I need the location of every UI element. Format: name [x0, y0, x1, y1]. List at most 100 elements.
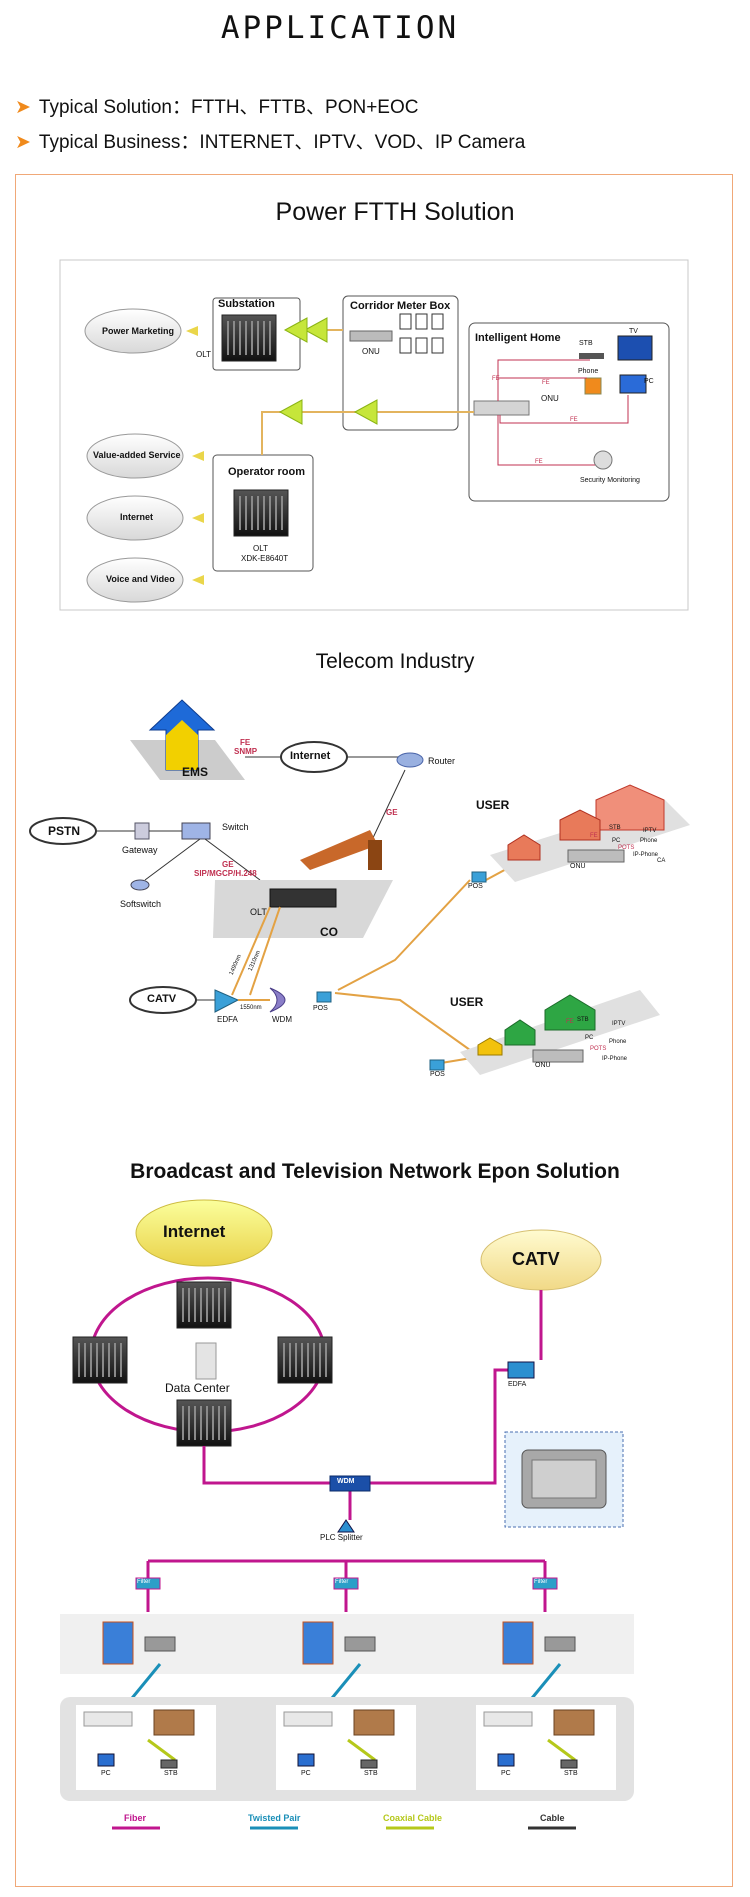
label-operator-room: Operator room	[228, 466, 306, 478]
home-onu-1	[83, 1711, 133, 1727]
label-pc-3: PC	[501, 1770, 511, 1777]
page-title: APPLICATION	[220, 10, 460, 46]
label-switch: Switch	[222, 822, 249, 832]
label-snmp: SNMP	[234, 747, 258, 756]
building-icon-3	[502, 1621, 534, 1665]
label-edfa: EDFA	[217, 1015, 238, 1024]
edfa-box-icon	[507, 1361, 535, 1379]
label-pc-top: PC	[612, 838, 621, 844]
cloud-power-marketing	[84, 308, 182, 354]
telecom-title: Telecom Industry	[315, 650, 475, 673]
wdm-icon	[269, 987, 286, 1013]
label-user-bottom: USER	[450, 995, 484, 1009]
label-stb-3: STB	[564, 1770, 578, 1777]
label-ipphone-top: IP-Phone	[633, 852, 659, 858]
building-icon-2	[302, 1621, 334, 1665]
label-router: Router	[428, 756, 456, 766]
label-fe-4: FE	[535, 459, 543, 465]
house-icon-3	[553, 1709, 595, 1736]
router-icon	[396, 752, 424, 768]
cloud-internet	[86, 495, 184, 541]
softswitch-icon	[130, 879, 150, 891]
wdm-box	[329, 1475, 371, 1492]
pc-icon-3	[497, 1753, 515, 1767]
label-gateway: Gateway	[122, 845, 158, 855]
building-icon-1	[102, 1621, 134, 1665]
label-pos-bottom: POS	[430, 1071, 445, 1078]
label-filter-2: Filter	[335, 1579, 349, 1585]
rack-top	[176, 1281, 232, 1329]
label-broadcast-edfa: EDFA	[508, 1381, 527, 1388]
label-stb-1: STB	[164, 1770, 178, 1777]
label-phone: Phone	[578, 368, 599, 375]
label-pc-1: PC	[101, 1770, 111, 1777]
label-corridor: Corridor Meter Box	[350, 300, 451, 312]
label-wdm: WDM	[272, 1015, 292, 1024]
label-phone-bottom: Phone	[609, 1039, 627, 1045]
label-stb-2: STB	[364, 1770, 378, 1777]
label-fe-top: FE	[590, 833, 598, 839]
typical-business-text: Typical Business：INTERNET、IPTV、VOD、IP Ca…	[38, 132, 526, 153]
typical-solution-line: ➤Typical Solution：FTTH、FTTB、PON+EOC	[15, 92, 418, 119]
label-pos-co: POS	[313, 1005, 328, 1012]
label-fe-3: FE	[570, 417, 578, 423]
label-sip-protocols: SIP/MGCP/H.248	[194, 869, 257, 878]
power-ftth-diagram	[59, 259, 689, 611]
house-icon-2	[353, 1709, 395, 1736]
label-operator-olt: OLT	[253, 544, 268, 553]
label-broadcast-wdm: WDM	[337, 1478, 355, 1485]
filter-box-1	[135, 1577, 161, 1590]
house-icon-1	[153, 1709, 195, 1736]
label-ems: EMS	[182, 765, 209, 779]
pc-icon	[619, 374, 647, 394]
corridor-onu-device	[349, 330, 393, 342]
substation-olt-rack	[221, 314, 277, 362]
cloud-voice-video	[86, 557, 184, 603]
broadcast-title: Broadcast and Television Network Epon So…	[130, 1160, 620, 1183]
label-stb-top: STB	[609, 825, 621, 831]
label-power-marketing: Power Marketing	[102, 326, 175, 336]
label-olt-model: XDK-E8640T	[241, 554, 289, 563]
label-fe-1: FE	[492, 376, 500, 382]
label-iptv-bottom: IPTV	[612, 1021, 626, 1027]
home-onu-2	[283, 1711, 333, 1727]
label-pots-bottom: POTS	[590, 1046, 607, 1052]
telecom-diagram	[29, 699, 690, 1075]
stb-icon-2	[360, 1759, 378, 1769]
user-onu-bottom	[532, 1049, 584, 1063]
plc-splitter-icon	[337, 1519, 355, 1533]
label-onu-top: ONU	[570, 863, 586, 870]
label-telecom-catv: CATV	[147, 993, 177, 1005]
label-home-onu: ONU	[541, 394, 559, 403]
label-broadcast-catv: CATV	[512, 1249, 560, 1269]
arrow-icon: ➤	[15, 132, 31, 153]
content-frame	[15, 174, 733, 1887]
label-plc-splitter: PLC Splitter	[320, 1533, 363, 1542]
tv-icon	[617, 335, 653, 361]
label-voice-video: Voice and Video	[106, 574, 175, 584]
label-co-olt: OLT	[250, 907, 267, 917]
co-olt-device	[269, 888, 337, 908]
label-onu-bottom: ONU	[535, 1062, 551, 1069]
operator-olt-rack	[233, 489, 289, 537]
label-fe: FE	[240, 738, 251, 747]
label-fe-bottom: FE	[566, 1019, 574, 1025]
edfa-icon	[214, 989, 240, 1013]
label-pc-bottom: PC	[585, 1035, 594, 1041]
label-softswitch: Softswitch	[120, 899, 162, 909]
label-broadcast-internet: Internet	[163, 1222, 226, 1241]
home-onu-device	[473, 400, 530, 416]
label-pc: PC	[644, 378, 654, 385]
legend-fiber: Fiber	[124, 1813, 147, 1823]
pc-icon-2	[297, 1753, 315, 1767]
pc-icon-1	[97, 1753, 115, 1767]
label-filter-3: Filter	[534, 1579, 548, 1585]
home-onu-3	[483, 1711, 533, 1727]
label-substation: Substation	[218, 298, 275, 310]
label-stb-bottom: STB	[577, 1017, 589, 1023]
label-substation-olt: OLT	[196, 350, 211, 359]
label-security: Security Monitoring	[580, 477, 640, 484]
rack-left	[72, 1336, 128, 1384]
label-intelligent-home: Intelligent Home	[475, 332, 561, 344]
